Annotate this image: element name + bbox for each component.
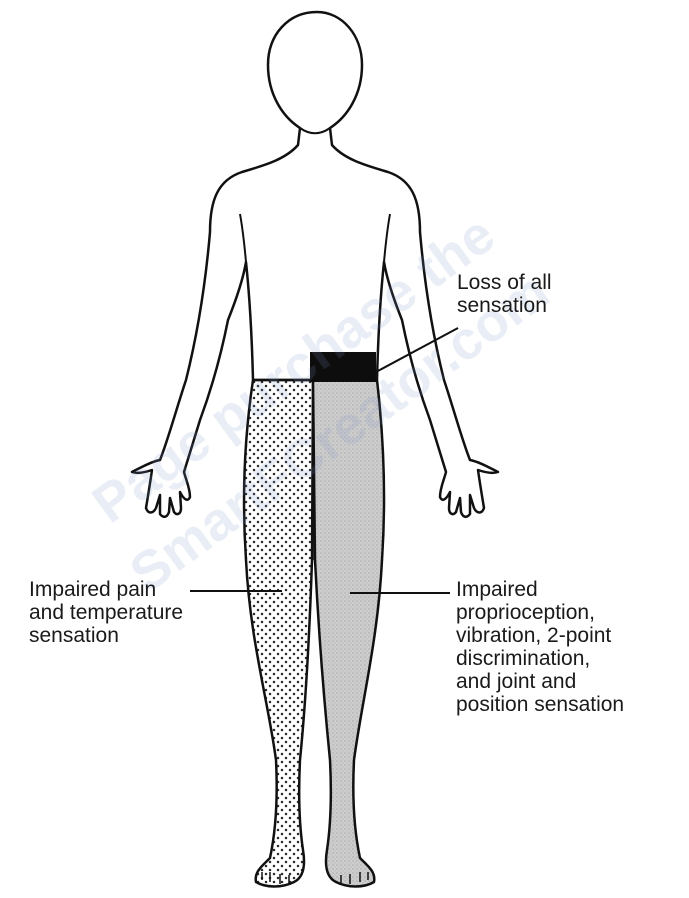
pain-temperature-label: Impaired pain and temperature sensation (29, 578, 239, 647)
loss-of-sensation-label: Loss of all sensation (457, 271, 657, 317)
proprioception-label: Impaired proprioception, vibration, 2-po… (456, 578, 681, 716)
